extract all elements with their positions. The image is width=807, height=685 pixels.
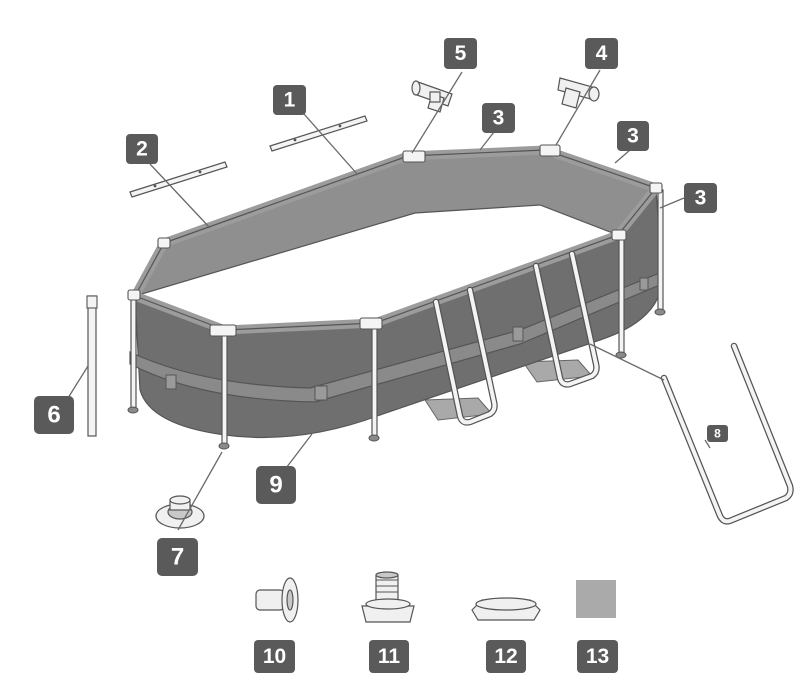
belt-buckle — [639, 277, 649, 291]
badge-10-text: 10 — [263, 645, 286, 668]
badge-1: 1 — [273, 85, 306, 115]
part-10-fitting — [255, 577, 299, 623]
t-connector-part-5 — [411, 80, 453, 113]
rail-part-1 — [269, 115, 368, 152]
leader-lines — [67, 69, 711, 531]
badge-1-text: 1 — [284, 89, 296, 112]
leg — [371, 322, 378, 437]
badge-2: 2 — [126, 134, 158, 164]
badge-12-text: 12 — [494, 645, 517, 668]
joint — [157, 237, 171, 249]
badge-3-center: 3 — [482, 103, 515, 133]
badge-6: 6 — [34, 396, 74, 434]
badge-8: 8 — [707, 425, 728, 442]
part-13-patch — [576, 580, 616, 618]
installed-ladder — [432, 250, 600, 426]
leg — [130, 295, 137, 409]
leg — [618, 235, 625, 354]
joint — [127, 289, 141, 301]
joint — [359, 317, 383, 330]
leg-pole-part-6 — [86, 295, 98, 437]
badge-12: 12 — [486, 640, 526, 673]
part-11-valve — [361, 571, 415, 623]
leg-foot — [654, 308, 666, 316]
leg-foot — [127, 406, 139, 414]
badge-4-text: 4 — [596, 42, 608, 65]
belt-buckle — [512, 326, 524, 342]
badge-5-text: 5 — [455, 42, 467, 65]
leg — [221, 330, 228, 445]
joint — [402, 150, 426, 163]
badge-10: 10 — [254, 640, 295, 673]
badge-3-right: 3 — [617, 121, 649, 151]
part-12-cap — [471, 597, 541, 621]
badge-13: 13 — [577, 640, 618, 673]
badge-2-text: 2 — [136, 138, 148, 161]
leg-foot — [218, 442, 230, 450]
pool-illustration — [127, 144, 666, 450]
badge-5: 5 — [444, 38, 477, 69]
badge-9: 9 — [256, 466, 296, 504]
joint — [209, 324, 237, 337]
leg-foot — [368, 434, 380, 442]
joint — [611, 229, 627, 241]
badge-3-center-text: 3 — [493, 107, 505, 130]
joint — [539, 144, 561, 157]
badge-3-right-text: 3 — [627, 125, 639, 148]
badge-7-text: 7 — [171, 544, 184, 571]
rail-part-2 — [129, 161, 228, 198]
ladder-part-8 — [660, 342, 794, 525]
badge-9-text: 9 — [269, 472, 282, 499]
badge-7: 7 — [157, 538, 198, 576]
badge-13-text: 13 — [586, 645, 609, 668]
badge-11: 11 — [369, 640, 409, 673]
belt-buckle — [165, 374, 177, 390]
badge-3-right-end-text: 3 — [695, 187, 707, 210]
badge-4: 4 — [585, 38, 618, 69]
t-connector-part-4 — [557, 77, 600, 109]
joint — [649, 182, 663, 194]
badge-3-right-end: 3 — [684, 183, 717, 213]
leg-foot — [615, 351, 627, 359]
pool-floor — [168, 212, 612, 325]
badge-11-text: 11 — [378, 645, 401, 668]
badge-8-text: 8 — [714, 427, 721, 441]
badge-6-text: 6 — [47, 402, 60, 429]
foot-cap-part-7 — [155, 495, 205, 529]
frame-joints — [127, 144, 663, 337]
belt-buckle — [314, 385, 328, 401]
